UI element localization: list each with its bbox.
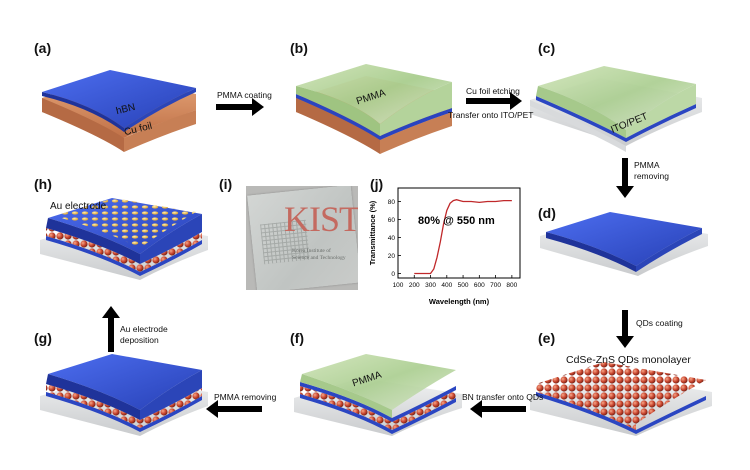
y-tick-label: 20 bbox=[388, 253, 396, 260]
panel-letter-j: (j) bbox=[370, 176, 384, 192]
panel-letter-a: (a) bbox=[34, 40, 52, 56]
arrow-d-to-e bbox=[616, 310, 634, 348]
x-tick-label: 700 bbox=[490, 282, 501, 289]
chart-annotation: 80% @ 550 nm bbox=[418, 215, 495, 227]
x-tick-label: 300 bbox=[425, 282, 436, 289]
arrow-c-to-d bbox=[616, 158, 634, 198]
panel-letter-i: (i) bbox=[219, 176, 233, 192]
panel-d-stack bbox=[540, 212, 708, 276]
panel-letter-h: (h) bbox=[34, 176, 52, 192]
panel-e-stack bbox=[530, 362, 712, 436]
arrow-label-transfer-ito: Transfer onto ITO/PET bbox=[448, 110, 534, 120]
chart-plot-frame bbox=[397, 187, 521, 279]
transmittance-chart: 100 200 300 400 500 600 700 800 0 20 40 60 80 80% @… bbox=[368, 187, 521, 306]
x-tick-label: 200 bbox=[409, 282, 420, 289]
panel-letter-e: (e) bbox=[538, 330, 556, 346]
arrow-label-pmma-removing: PMMA removing bbox=[214, 392, 277, 402]
panel-letter-f: (f) bbox=[290, 330, 304, 346]
label-qd-monolayer: CdSe-ZnS QDs monolayer bbox=[566, 354, 691, 366]
y-tick-label: 60 bbox=[388, 217, 396, 224]
kist-institute-line-1: Korea Institute of bbox=[292, 248, 331, 254]
panel-b-stack bbox=[296, 64, 452, 154]
panel-a-stack bbox=[42, 70, 196, 152]
transmittance-curve bbox=[414, 199, 512, 275]
arrow-e-to-f bbox=[470, 400, 526, 418]
panel-g-stack bbox=[40, 354, 208, 436]
arrow-label-removing: removing bbox=[634, 171, 669, 181]
arrow-f-to-g bbox=[206, 400, 262, 418]
panel-letter-c: (c) bbox=[538, 40, 556, 56]
arrow-label-pmma: PMMA bbox=[634, 160, 660, 170]
chart-y-axis-label: Transmittance (%) bbox=[368, 200, 377, 265]
x-tick-label: 100 bbox=[393, 282, 404, 289]
x-tick-label: 400 bbox=[441, 282, 452, 289]
label-au-electrode: Au electrode bbox=[50, 201, 107, 212]
panel-c-stack bbox=[530, 66, 702, 152]
panel-letter-g: (g) bbox=[34, 330, 52, 346]
panel-letter-b: (b) bbox=[290, 40, 308, 56]
panel-letter-d: (d) bbox=[538, 205, 556, 221]
arrow-b-to-c bbox=[466, 92, 522, 110]
arrow-label-au-electrode: Au electrode bbox=[120, 324, 168, 334]
panel-f-stack bbox=[294, 354, 462, 436]
y-tick-label: 40 bbox=[388, 235, 396, 242]
x-tick-label: 500 bbox=[458, 282, 469, 289]
y-tick-label: 80 bbox=[388, 199, 396, 206]
x-tick-label: 600 bbox=[474, 282, 485, 289]
arrow-label-deposition: deposition bbox=[120, 335, 159, 345]
arrow-g-to-h bbox=[102, 306, 120, 352]
arrow-label-bn-transfer: BN transfer onto QDs bbox=[462, 392, 544, 402]
y-tick-label: 0 bbox=[391, 271, 395, 278]
kist-institute-line-2: Science and Technology bbox=[292, 255, 346, 261]
sample-photo: KIST Korea Institute of Science and Tech… bbox=[246, 186, 358, 290]
x-tick-label: 800 bbox=[506, 282, 517, 289]
panel-h-stack bbox=[40, 198, 208, 280]
chart-x-axis-label: Wavelength (nm) bbox=[429, 297, 490, 306]
kist-institute-text: Korea Institute of Science and Technolog… bbox=[292, 248, 346, 262]
arrow-label-qds-coating: QDs coating bbox=[636, 318, 683, 328]
arrow-label-pmma-coating: PMMA coating bbox=[217, 90, 272, 100]
arrow-a-to-b bbox=[216, 98, 264, 116]
arrow-label-cu-etching: Cu foil etching bbox=[466, 86, 520, 96]
kist-logo: KIST bbox=[284, 199, 358, 239]
